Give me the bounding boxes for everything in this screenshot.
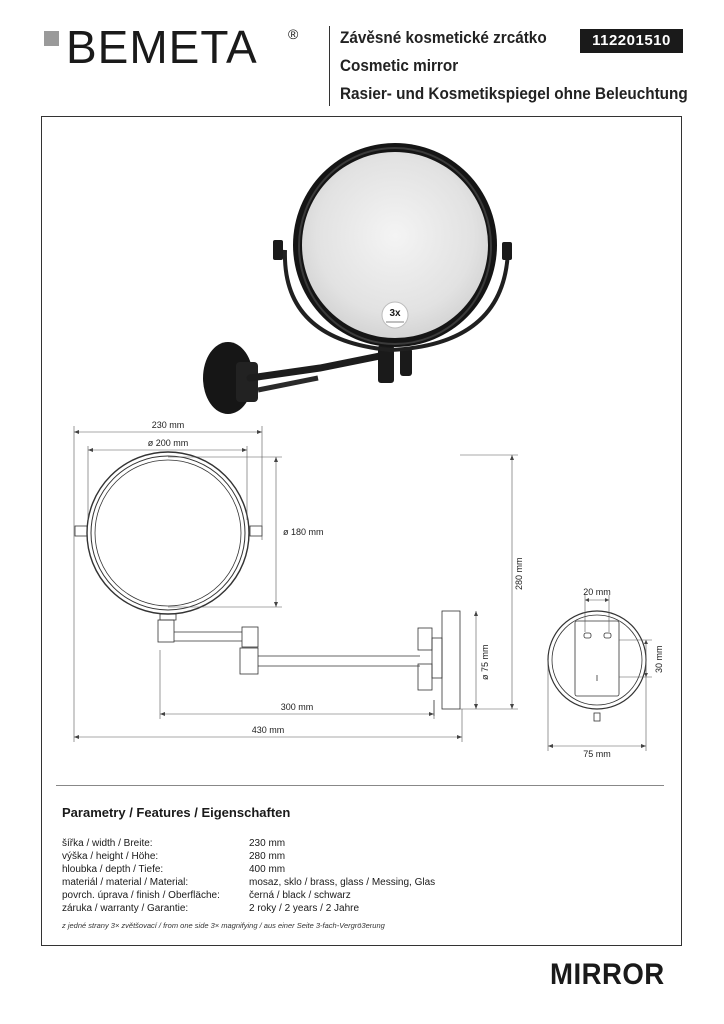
dim-base-diameter: ø 75 mm [480, 644, 490, 680]
title-en: Cosmetic mirror [340, 56, 459, 75]
product-code-badge: 112201510 [580, 29, 683, 53]
brand-logo: BEMETA [66, 21, 258, 73]
dim-height: 280 mm [514, 557, 524, 590]
footnote: z jedné strany 3× zvětšovací / from one … [62, 921, 385, 930]
spec-value: mosaz, sklo / brass, glass / Messing, Gl… [249, 877, 436, 888]
product-photo: 3x [203, 143, 512, 414]
dim-plate-height: 30 mm [654, 645, 664, 673]
spec-divider [56, 785, 664, 786]
logo-square [44, 31, 59, 46]
spec-value: 230 mm [249, 838, 286, 849]
spec-heading: Parametry / Features / Eigenschaften [62, 805, 291, 820]
content-frame [41, 116, 682, 946]
category-label: MIRROR [550, 958, 665, 991]
spec-label: povrch. úprava / finish / Oberfläche: [62, 890, 220, 901]
dim-inner-diameter: ø 180 mm [283, 527, 324, 537]
magnification-badge-icon [381, 301, 409, 329]
spec-label: materiál / material / Material: [62, 877, 189, 888]
spec-label: šířka / width / Breite: [62, 838, 153, 849]
dim-width-overall: 230 mm [152, 420, 185, 430]
registered-mark: ® [288, 26, 299, 42]
dim-arm-length: 300 mm [281, 702, 314, 712]
dim-mirror-diameter: ø 200 mm [148, 438, 189, 448]
dim-plate-diameter: 75 mm [583, 749, 611, 759]
spec-value: 280 mm [249, 851, 286, 862]
spec-value: 400 mm [249, 864, 286, 875]
dim-plate-width: 20 mm [583, 587, 611, 597]
spec-label: záruka / warranty / Garantie: [62, 903, 189, 914]
title-de: Rasier- und Kosmetikspiegel ohne Beleuch… [340, 84, 688, 103]
spec-label: výška / height / Höhe: [62, 851, 159, 862]
spec-label: hloubka / depth / Tiefe: [62, 864, 164, 875]
spec-value: černá / black / schwarz [249, 890, 351, 901]
header-divider [329, 26, 330, 106]
technical-drawing: 230 mm ø 200 mm ø 180 mm 280 mm ø 75 mm … [73, 420, 664, 759]
title-cz: Závěsné kosmetické zrcátko [340, 28, 547, 47]
mirror-glass-shape [302, 152, 488, 338]
magnification-badge-text: 3x [389, 308, 401, 319]
spec-value: 2 roky / 2 years / 2 Jahre [249, 903, 360, 914]
dim-depth: 430 mm [252, 725, 285, 735]
